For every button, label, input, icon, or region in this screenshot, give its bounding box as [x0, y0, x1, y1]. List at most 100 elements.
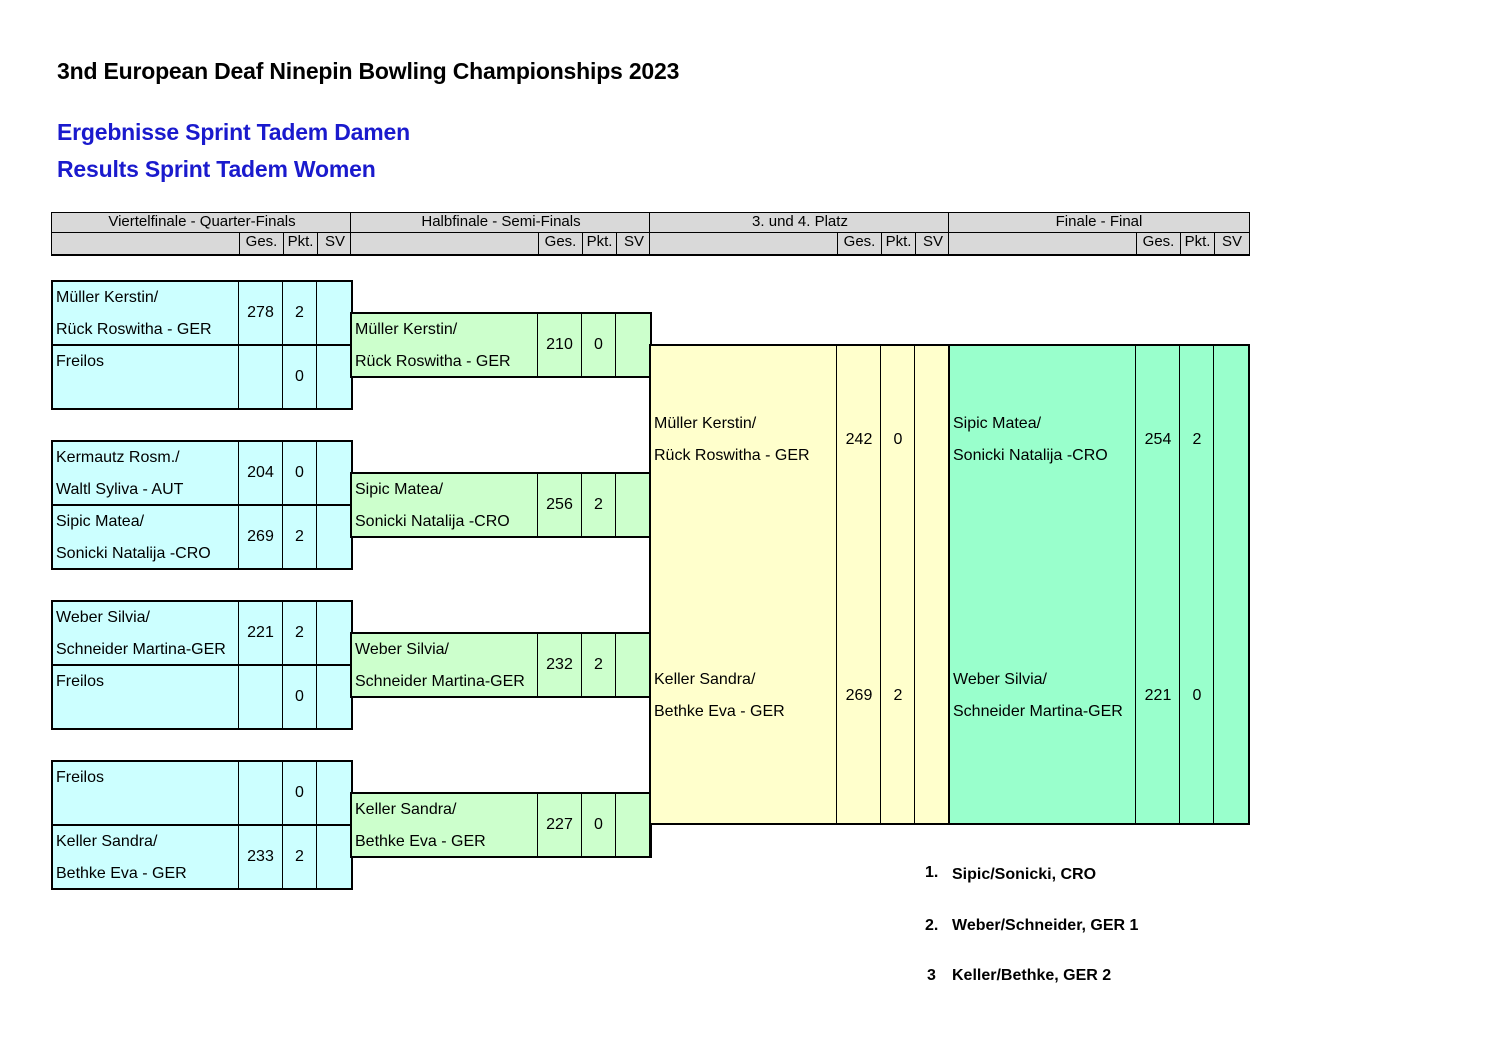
third-place-sv-column — [915, 344, 951, 825]
header-r2-blank — [350, 232, 539, 256]
qf-6-team-line1: Freilos — [56, 673, 105, 690]
qf-5-team-name: Weber Silvia/Schneider Martina-GER — [51, 600, 239, 666]
header-r4-blank — [948, 232, 1137, 256]
third-place-1-pkt: 0 — [893, 431, 903, 448]
rank-2-team: Weber/Schneider, GER 1 — [952, 917, 1139, 934]
third-place-1-team-line2: Rück Roswitha - GER — [654, 447, 810, 464]
final-2-ges: 221 — [1144, 687, 1172, 704]
header-r4-sv: SV — [1214, 232, 1250, 256]
final-sv-column — [1214, 344, 1250, 825]
final-name-column — [948, 344, 1136, 825]
sf-2-ges: 256 — [538, 472, 582, 538]
qf-1-team-name: Müller Kerstin/Rück Roswitha - GER — [51, 280, 239, 346]
final-1-team-line1: Sipic Matea/ — [953, 415, 1042, 432]
qf-1-pkt: 2 — [283, 280, 317, 346]
qf-1-team-line1: Müller Kerstin/ — [56, 289, 159, 306]
qf-1-ges: 278 — [239, 280, 283, 346]
qf-7-ges — [239, 760, 283, 826]
qf-8-team-name: Keller Sandra/Bethke Eva - GER — [51, 824, 239, 890]
qf-4-team-line1: Sipic Matea/ — [56, 513, 145, 530]
sf-2-team-name: Sipic Matea/Sonicki Natalija -CRO — [350, 472, 538, 538]
qf-4-ges: 269 — [239, 504, 283, 570]
sf-4-pkt: 0 — [582, 792, 616, 858]
header-r3-pkt: Pkt. — [881, 232, 916, 256]
sf-2-pkt: 2 — [582, 472, 616, 538]
qf-4-sv — [317, 504, 353, 570]
sf-4-sv — [616, 792, 652, 858]
third-place-pkt-column — [881, 344, 915, 825]
sf-2-team-line1: Sipic Matea/ — [355, 481, 444, 498]
qf-3-pkt: 0 — [283, 440, 317, 506]
sf-2-sv — [616, 472, 652, 538]
qf-7-team-line1: Freilos — [56, 769, 105, 786]
sf-1-pkt: 0 — [582, 312, 616, 378]
final-1-ges: 254 — [1144, 431, 1172, 448]
third-place-2-team-line2: Bethke Eva - GER — [654, 703, 785, 720]
third-place-ges-column — [837, 344, 881, 825]
qf-6-sv — [317, 664, 353, 730]
qf-8-pkt: 2 — [283, 824, 317, 890]
qf-2-team-line1: Freilos — [56, 353, 105, 370]
qf-6-ges — [239, 664, 283, 730]
qf-4-team-name: Sipic Matea/Sonicki Natalija -CRO — [51, 504, 239, 570]
header-r1-title: Viertelfinale - Quarter-Finals — [51, 212, 353, 234]
third-place-1-team-name: Müller Kerstin/Rück Roswitha - GER — [651, 408, 836, 472]
qf-3-ges: 204 — [239, 440, 283, 506]
header-r3-title: 3. und 4. Platz — [649, 212, 951, 234]
header-r1-blank — [51, 232, 240, 256]
qf-8-team-line2: Bethke Eva - GER — [56, 865, 187, 882]
third-place-name-column — [649, 344, 837, 825]
sf-4-team-line1: Keller Sandra/ — [355, 801, 457, 818]
third-place-2-team-line1: Keller Sandra/ — [654, 671, 756, 688]
sf-4-team-name: Keller Sandra/Bethke Eva - GER — [350, 792, 538, 858]
sf-3-team-line1: Weber Silvia/ — [355, 641, 449, 658]
header-r1-ges: Ges. — [239, 232, 284, 256]
final-1-pkt: 2 — [1192, 431, 1202, 448]
rank-3-team: Keller/Bethke, GER 2 — [952, 967, 1112, 984]
qf-8-ges: 233 — [239, 824, 283, 890]
final-1-team-line2: Sonicki Natalija -CRO — [953, 447, 1108, 464]
sf-1-sv — [616, 312, 652, 378]
third-place-2-team-name: Keller Sandra/Bethke Eva - GER — [651, 664, 836, 728]
sf-3-team-name: Weber Silvia/Schneider Martina-GER — [350, 632, 538, 698]
final-pkt-column — [1180, 344, 1214, 825]
header-r1-sv: SV — [317, 232, 353, 256]
qf-5-sv — [317, 600, 353, 666]
final-ges-column — [1136, 344, 1180, 825]
rank-3-number: 3 — [927, 967, 936, 984]
qf-5-ges: 221 — [239, 600, 283, 666]
sf-1-team-line1: Müller Kerstin/ — [355, 321, 458, 338]
sf-3-ges: 232 — [538, 632, 582, 698]
header-r3-sv: SV — [915, 232, 951, 256]
sf-4-ges: 227 — [538, 792, 582, 858]
subtitle-german: Ergebnisse Sprint Tadem Damen — [57, 119, 410, 145]
page-title: 3nd European Deaf Ninepin Bowling Champi… — [57, 58, 680, 84]
final-2-team-line1: Weber Silvia/ — [953, 671, 1047, 688]
header-r4-pkt: Pkt. — [1180, 232, 1215, 256]
qf-3-team-line2: Waltl Syliva - AUT — [56, 481, 184, 498]
third-place-1-ges: 242 — [845, 431, 873, 448]
qf-7-pkt: 0 — [283, 760, 317, 826]
qf-2-ges — [239, 344, 283, 410]
qf-6-team-name: Freilos — [51, 664, 239, 730]
qf-1-team-line2: Rück Roswitha - GER — [56, 321, 212, 338]
final-1-team-name: Sipic Matea/Sonicki Natalija -CRO — [950, 408, 1135, 472]
rank-2-number: 2. — [925, 917, 939, 934]
header-r2-pkt: Pkt. — [582, 232, 617, 256]
final-2-team-name: Weber Silvia/Schneider Martina-GER — [950, 664, 1135, 728]
final-2-team-line2: Schneider Martina-GER — [953, 703, 1123, 720]
qf-6-pkt: 0 — [283, 664, 317, 730]
qf-1-sv — [317, 280, 353, 346]
qf-7-team-name: Freilos — [51, 760, 239, 826]
qf-5-team-line1: Weber Silvia/ — [56, 609, 150, 626]
sf-3-team-line2: Schneider Martina-GER — [355, 673, 525, 690]
header-r2-title: Halbfinale - Semi-Finals — [350, 212, 652, 234]
sf-3-sv — [616, 632, 652, 698]
header-r3-ges: Ges. — [837, 232, 882, 256]
qf-5-team-line2: Schneider Martina-GER — [56, 641, 226, 658]
final-2-pkt: 0 — [1192, 687, 1202, 704]
qf-5-pkt: 2 — [283, 600, 317, 666]
header-r2-ges: Ges. — [538, 232, 583, 256]
qf-2-team-name: Freilos — [51, 344, 239, 410]
sf-1-ges: 210 — [538, 312, 582, 378]
